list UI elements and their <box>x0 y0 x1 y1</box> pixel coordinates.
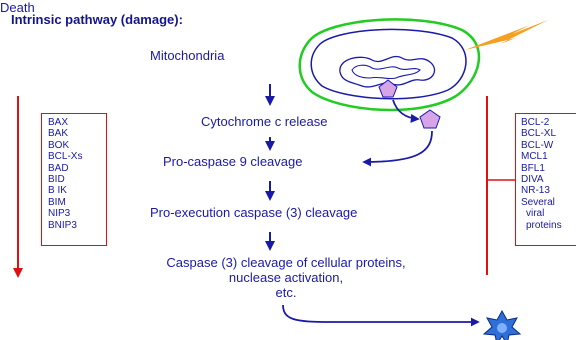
death-star-core <box>497 323 507 333</box>
cytochrome-c-icon <box>379 80 397 97</box>
cytochrome-c-released-icon <box>420 110 440 128</box>
lightning-icon <box>465 20 548 50</box>
mitochondrion-cristae-inner <box>352 65 420 78</box>
cytochrome-to-caspase9-arrow <box>364 131 432 162</box>
to-death-arrow <box>283 305 478 322</box>
